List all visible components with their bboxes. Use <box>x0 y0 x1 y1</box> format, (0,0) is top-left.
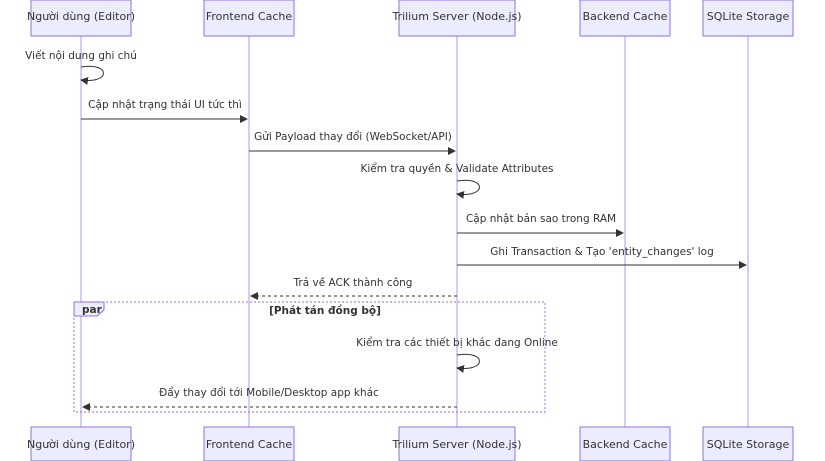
message-label: Đẩy thay đổi tới Mobile/Desktop app khác <box>159 386 379 399</box>
message-server-ack-to-frontend: Trả về ACK thành công <box>250 277 457 300</box>
message-label: Cập nhật bản sao trong RAM <box>466 213 616 225</box>
message-self-server-check-online: Kiểm tra các thiết bị khác đang Online <box>356 336 558 373</box>
message-self-server-validate: Kiểm tra quyền & Validate Attributes <box>360 162 554 199</box>
actor-top-sqlite-storage: SQLite Storage <box>702 0 794 37</box>
message-server-to-sqlite: Ghi Transaction & Tạo 'entity_changes' l… <box>457 246 747 269</box>
actor-top-label: Frontend Cache <box>206 10 292 23</box>
actor-bottom-sqlite-storage: SQLite Storage <box>702 426 794 461</box>
actor-bottom-user: Người dùng (Editor) <box>27 426 135 461</box>
actor-bottom-label: Trilium Server (Node.js) <box>391 438 521 451</box>
actor-top-user: Người dùng (Editor) <box>27 0 135 37</box>
actor-bottom-trilium-server: Trilium Server (Node.js) <box>391 426 522 461</box>
message-label: Kiểm tra quyền & Validate Attributes <box>360 162 553 175</box>
actor-top-label: Backend Cache <box>583 10 668 23</box>
actor-bottom-label: Frontend Cache <box>206 438 292 451</box>
message-server-push-to-user: Đẩy thay đổi tới Mobile/Desktop app khác <box>82 386 457 411</box>
message-label: Ghi Transaction & Tạo 'entity_changes' l… <box>490 246 714 258</box>
actor-top-frontend-cache: Frontend Cache <box>203 0 295 37</box>
actor-bottom-frontend-cache: Frontend Cache <box>203 426 295 461</box>
actor-top-backend-cache: Backend Cache <box>579 0 671 37</box>
message-user-to-frontend: Cập nhật trạng thái UI tức thì <box>81 99 248 123</box>
actor-top-label: SQLite Storage <box>707 10 790 23</box>
actor-bottom-label: SQLite Storage <box>707 438 790 451</box>
actor-top-label: Trilium Server (Node.js) <box>391 10 521 23</box>
par-fragment: par [Phát tán đồng bộ] <box>73 301 546 413</box>
message-frontend-to-server: Gửi Payload thay đổi (WebSocket/API) <box>249 130 456 155</box>
par-label: par <box>82 304 103 316</box>
message-label: Cập nhật trạng thái UI tức thì <box>88 99 242 111</box>
message-self-user-write: Viết nội dung ghi chú <box>25 50 137 85</box>
actor-bottom-label: Backend Cache <box>583 438 668 451</box>
actor-top-trilium-server: Trilium Server (Node.js) <box>391 0 522 37</box>
par-title: [Phát tán đồng bộ] <box>269 304 381 317</box>
message-label: Kiểm tra các thiết bị khác đang Online <box>356 336 558 349</box>
message-label: Trả về ACK thành công <box>293 277 413 289</box>
message-server-to-backend: Cập nhật bản sao trong RAM <box>457 213 624 237</box>
message-label: Gửi Payload thay đổi (WebSocket/API) <box>254 130 452 143</box>
actor-top-label: Người dùng (Editor) <box>27 10 135 23</box>
message-label: Viết nội dung ghi chú <box>25 50 137 62</box>
actor-bottom-label: Người dùng (Editor) <box>27 438 135 451</box>
actor-bottom-backend-cache: Backend Cache <box>579 426 671 461</box>
